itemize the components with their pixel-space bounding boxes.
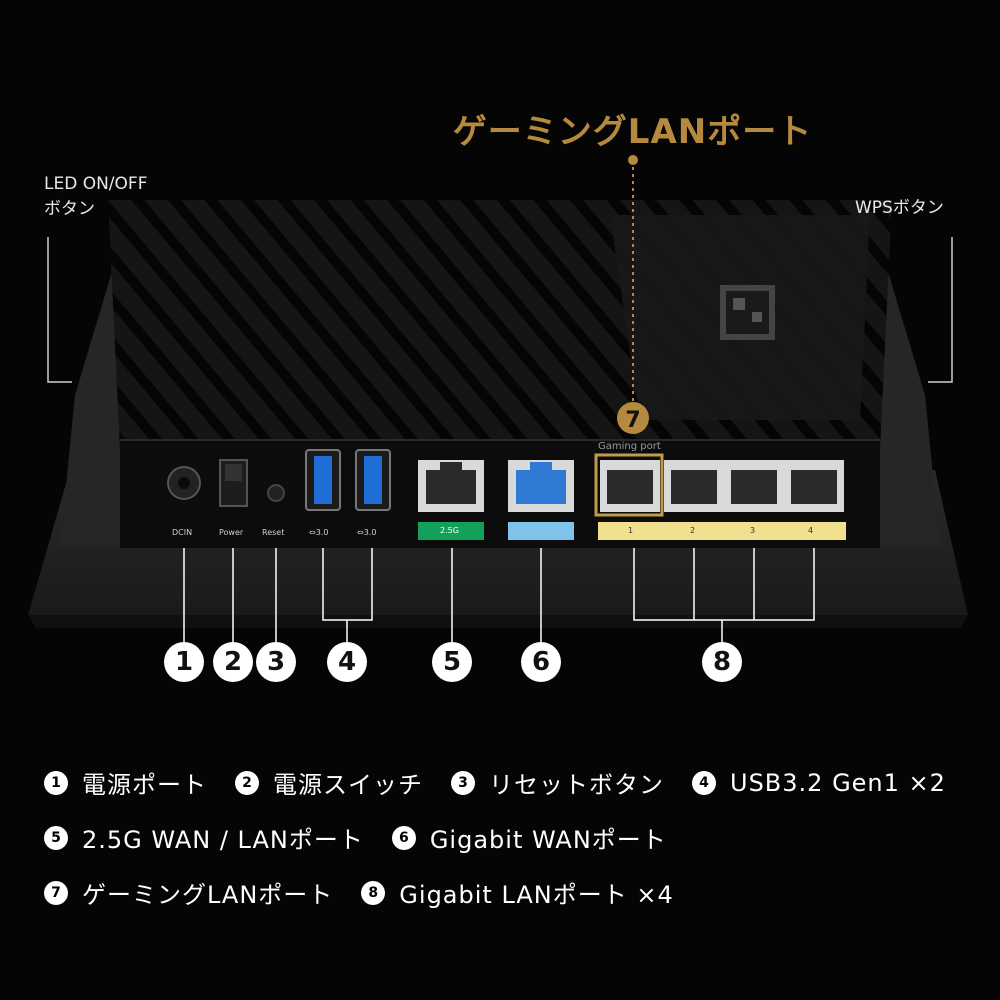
usb2-label: ⇔3.0 xyxy=(357,528,377,537)
legend-item: 1 電源ポート xyxy=(44,765,207,800)
legend-text: Gigabit LANポート ×4 xyxy=(399,881,674,909)
legend-item: 4 USB3.2 Gen1 ×2 xyxy=(692,769,946,797)
wan25-label-strip xyxy=(418,522,484,540)
legend-number: 2 xyxy=(235,770,259,795)
number-5-badge: 5 xyxy=(432,642,472,682)
wan25-label: 2.5G xyxy=(440,526,459,535)
led-onoff-label: LED ON/OFF ボタン xyxy=(44,174,148,219)
legend-text: リセットボタン xyxy=(489,771,664,799)
router-illustration: 7 xyxy=(28,155,968,645)
legend-text: USB3.2 Gen1 ×2 xyxy=(730,768,946,797)
reset-label: Reset xyxy=(262,528,285,537)
lan1-label: 1 xyxy=(628,526,634,535)
legend-row-1: 1 電源ポート 2 電源スイッチ 3 リセットボタン 4 USB3.2 Gen1 ×2 xyxy=(44,765,946,800)
lan2-label: 2 xyxy=(690,526,696,535)
lan-label-strip xyxy=(598,522,846,540)
number-8-badge: 8 xyxy=(702,642,742,682)
lan3-label: 3 xyxy=(750,526,756,535)
gaming-number-badge xyxy=(617,402,649,434)
legend-number: 4 xyxy=(692,770,716,795)
legend-text: ゲーミングLANポート xyxy=(82,881,334,909)
legend-item: 3 リセットボタン xyxy=(451,765,664,800)
legend-text: 電源ポート xyxy=(82,771,207,799)
gaming-port-highlight xyxy=(594,453,664,517)
legend-text: 2.5G WAN / LANポート xyxy=(82,826,364,854)
number-2-badge: 2 xyxy=(213,642,253,682)
power-label: Power xyxy=(219,528,244,537)
led-bracket-line xyxy=(47,237,72,383)
legend-number: 6 xyxy=(391,825,416,850)
legend-number: 3 xyxy=(451,770,475,795)
number-6-badge: 6 xyxy=(521,642,561,682)
legend-number: 8 xyxy=(361,880,386,905)
gaming-port-label: Gaming port xyxy=(598,441,661,452)
legend-item: 8 Gigabit LANポート ×4 xyxy=(361,875,673,910)
legend-text: 電源スイッチ xyxy=(273,771,423,799)
legend-item: 6 Gigabit WANポート xyxy=(391,820,667,855)
legend-number: 7 xyxy=(44,880,68,905)
number-4-badge: 4 xyxy=(327,642,367,682)
lan4-label: 4 xyxy=(808,526,814,535)
legend-number: 5 xyxy=(44,825,68,850)
legend-number: 1 xyxy=(44,770,68,795)
usb1-label: ⇔3.0 xyxy=(309,528,329,537)
dcin-label: DCIN xyxy=(172,528,193,537)
right-leg xyxy=(872,245,940,545)
wps-label: WPSボタン xyxy=(855,198,944,218)
legend-item: 5 2.5G WAN / LANポート xyxy=(44,820,364,855)
legend-text: Gigabit WANポート xyxy=(429,826,667,854)
connector-lines xyxy=(183,548,815,645)
wan-label-strip xyxy=(508,522,574,540)
legend-item: 7 ゲーミングLANポート xyxy=(44,875,333,910)
number-3-badge: 3 xyxy=(256,642,296,682)
wps-bracket-line xyxy=(928,237,953,383)
gaming-lan-callout-title: ゲーミングLANポート xyxy=(452,112,813,152)
number-1-badge: 1 xyxy=(164,642,204,682)
reset-button-icon xyxy=(267,484,285,502)
legend-item: 2 電源スイッチ xyxy=(235,765,423,800)
svg-text:7: 7 xyxy=(625,408,640,433)
legend-row-3: 7 ゲーミングLANポート 8 Gigabit LANポート ×4 xyxy=(44,875,702,910)
legend-row-2: 5 2.5G WAN / LANポート 6 Gigabit WANポート xyxy=(44,820,695,855)
left-leg xyxy=(60,245,128,545)
